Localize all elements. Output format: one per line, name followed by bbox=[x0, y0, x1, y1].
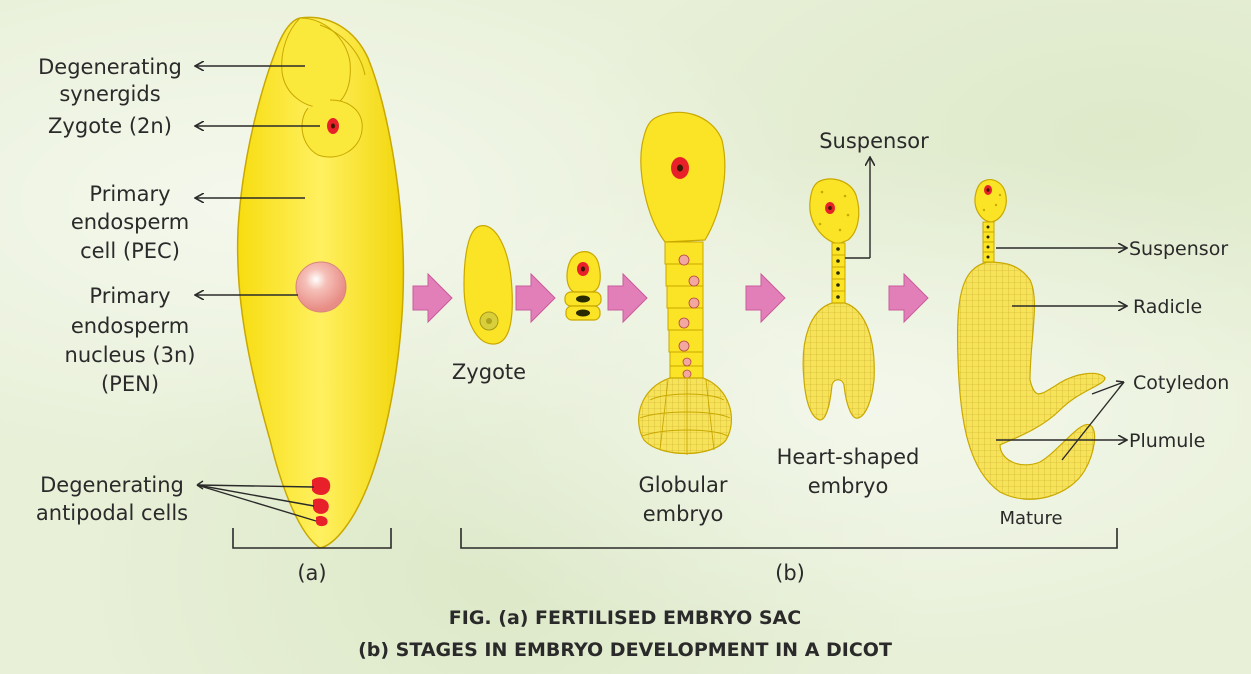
label-part-b: (b) bbox=[775, 561, 805, 585]
label-zygote-2n: Zygote (2n) bbox=[48, 114, 172, 138]
label-mature: Mature bbox=[999, 508, 1062, 529]
label-pen-4: (PEN) bbox=[101, 372, 159, 396]
stage-arrow-5 bbox=[889, 274, 928, 322]
label-pec-3: cell (PEC) bbox=[80, 239, 180, 263]
sac-labels: Degenerating synergids Zygote (2n) Prima… bbox=[36, 55, 196, 525]
label-synergids-2: synergids bbox=[59, 82, 160, 106]
label-zygote: Zygote bbox=[452, 360, 526, 384]
label-suspensor-top: Suspensor bbox=[819, 129, 929, 153]
label-antipodal-2: antipodal cells bbox=[36, 501, 188, 525]
antipodal-cell-1 bbox=[312, 477, 330, 495]
embryo-sac bbox=[238, 17, 404, 548]
label-pen-1: Primary bbox=[89, 284, 170, 308]
stage-arrow-2 bbox=[516, 274, 555, 322]
label-heart-2: embryo bbox=[808, 474, 889, 498]
caption-line-2: (b) STAGES IN EMBRYO DEVELOPMENT IN A DI… bbox=[358, 639, 892, 661]
label-pec-1: Primary bbox=[89, 182, 170, 206]
label-antipodal-1: Degenerating bbox=[40, 473, 184, 497]
stage-arrow-3 bbox=[608, 274, 647, 322]
globular-embryo bbox=[639, 112, 732, 455]
label-part-a: (a) bbox=[297, 561, 326, 585]
label-cotyledon: Cotyledon bbox=[1133, 372, 1229, 394]
label-synergids-1: Degenerating bbox=[38, 55, 182, 79]
label-pec-2: endosperm bbox=[71, 210, 189, 234]
label-plumule: Plumule bbox=[1129, 430, 1205, 452]
label-globular-1: Globular bbox=[639, 473, 728, 497]
stage-arrow-4 bbox=[746, 274, 785, 322]
two-cell-stage bbox=[565, 252, 601, 320]
label-pen-3: nucleus (3n) bbox=[65, 343, 196, 367]
stage-arrow-1 bbox=[413, 274, 452, 322]
heart-embryo bbox=[803, 179, 874, 420]
zygote-stage bbox=[464, 226, 512, 344]
label-radicle: Radicle bbox=[1133, 296, 1202, 318]
bracket-b bbox=[461, 528, 1117, 548]
label-globular-2: embryo bbox=[643, 502, 724, 526]
mature-embryo bbox=[958, 180, 1105, 500]
label-pen-2: endosperm bbox=[71, 314, 189, 338]
label-suspensor-right: Suspensor bbox=[1129, 238, 1228, 260]
pen-nucleus bbox=[296, 262, 346, 312]
caption-line-1: FIG. (a) FERTILISED EMBRYO SAC bbox=[449, 607, 801, 629]
label-heart-1: Heart-shaped bbox=[777, 445, 920, 469]
